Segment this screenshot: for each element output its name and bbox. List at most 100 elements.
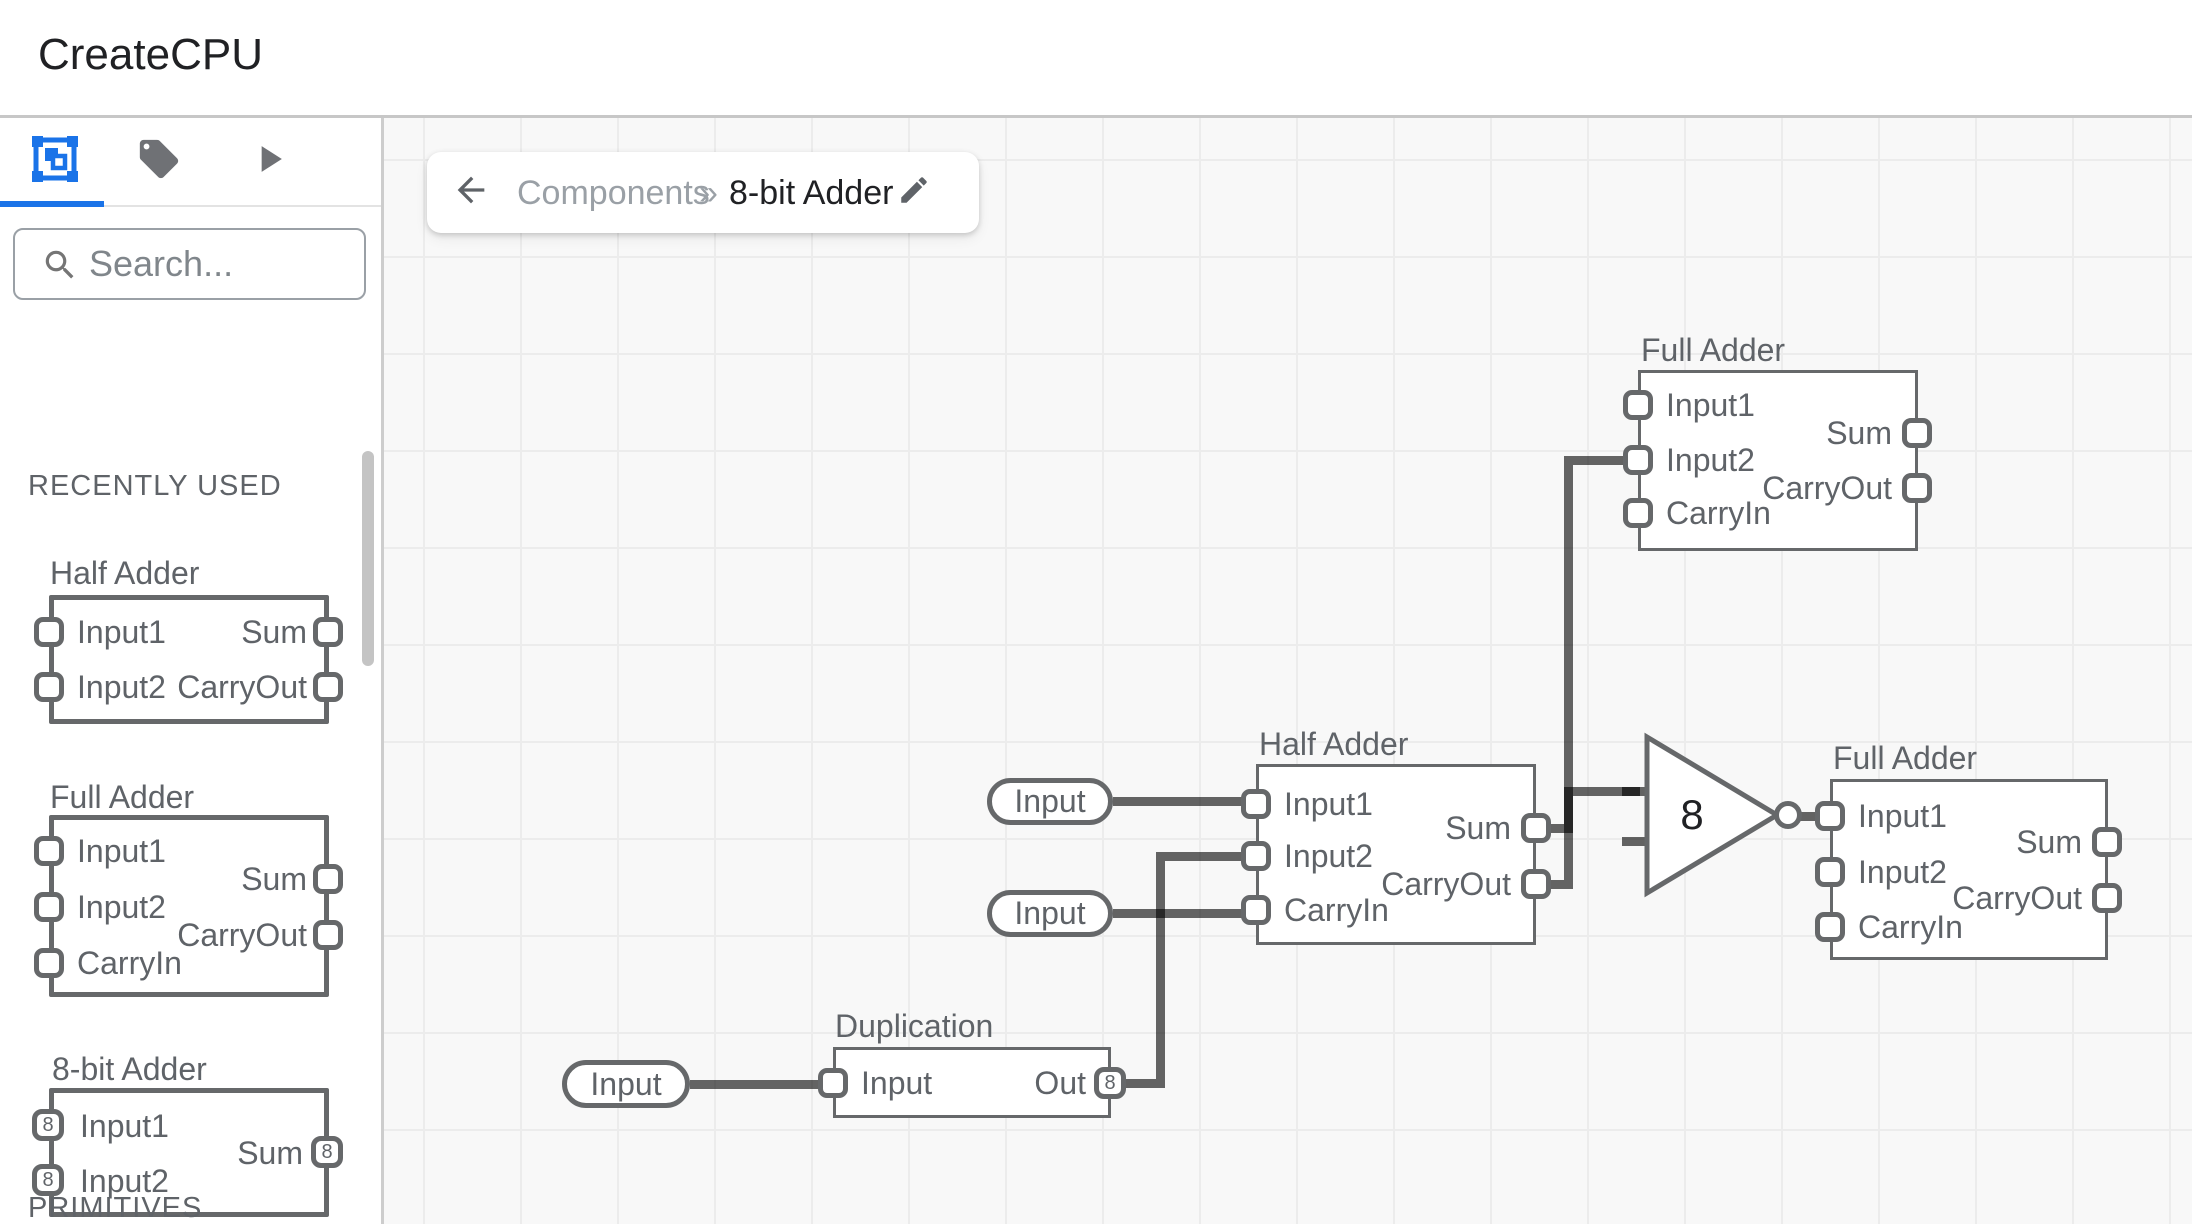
port-carryin[interactable] [1815,912,1845,942]
port-input2[interactable] [1815,857,1845,887]
port-carryout[interactable] [2092,883,2122,913]
port-label: CarryIn [1666,495,1771,531]
sidebar-item-title: Full Adder [50,779,195,815]
sidebar-item-full-adder[interactable] [49,815,329,997]
port-sum[interactable] [2092,827,2122,857]
component-duplication[interactable] [833,1047,1111,1118]
wire[interactable] [1622,837,1650,846]
port-label: CarryIn [1858,909,1963,945]
wire[interactable] [1548,880,1573,889]
header-divider [0,115,2192,118]
component-full-adder-right[interactable] [1830,779,2108,960]
wire[interactable] [1113,909,1250,918]
port-carryin [34,948,64,978]
tab-tags[interactable] [104,118,214,205]
port-label: Input2 [1284,838,1373,874]
component-title: Duplication [835,1008,994,1044]
search-box [13,228,366,300]
wire[interactable] [1156,852,1251,861]
port-input2 [34,892,64,922]
port-label: CarryOut [1762,470,1892,506]
port-input[interactable] [818,1068,848,1098]
input-pill[interactable]: Input [562,1060,690,1108]
port-sum[interactable] [1902,418,1932,448]
port-sum[interactable] [1521,813,1551,843]
wire[interactable] [1156,861,1165,1079]
port-carryout [313,920,343,950]
circuit-canvas[interactable] [384,118,2192,1224]
port-sum [313,864,343,894]
sidebar-item-title: 8-bit Adder [52,1051,207,1087]
wire[interactable] [1622,787,1650,796]
wire[interactable] [1113,797,1250,806]
port-label: CarryOut [177,917,307,953]
port-carryout[interactable] [1902,473,1932,503]
port-label: Sum [241,861,307,897]
port-label: Input1 [1284,786,1373,822]
port-label: Sum [1445,810,1511,846]
wire[interactable] [1548,824,1573,833]
port-input1[interactable] [1241,789,1271,819]
breadcrumb-current: 8-bit Adder [729,174,894,212]
port-label: Input1 [1858,798,1947,834]
wire[interactable] [1122,1079,1165,1088]
port-label: CarryOut [177,669,307,705]
breadcrumb-parent[interactable]: Components [517,174,710,212]
active-tab-indicator [0,201,104,207]
port-sum-bus: 8 [311,1136,343,1168]
port-label: Input2 [1858,854,1947,890]
search-icon [41,246,79,289]
back-button[interactable] [451,170,491,215]
port-input2 [34,672,64,702]
play-icon [247,137,291,186]
wire[interactable] [1564,465,1573,880]
wire[interactable] [1564,796,1573,824]
tab-run[interactable] [214,118,324,205]
port-label: Input1 [1666,387,1755,423]
port-out-bus[interactable]: 8 [1094,1067,1126,1099]
port-label: CarryIn [1284,892,1389,928]
port-input2[interactable] [1623,445,1653,475]
sidebar-item-title: Half Adder [50,555,200,591]
search-input[interactable] [87,236,351,292]
page-title: CreateCPU [38,30,263,79]
port-sum [313,617,343,647]
port-carryin[interactable] [1623,498,1653,528]
section-recently-used: RECENTLY USED [28,470,282,502]
port-input1 [34,836,64,866]
sidebar-item-8bit-adder[interactable] [49,1088,329,1217]
header: CreateCPU [0,0,2192,115]
components-icon [31,135,79,188]
sidebar-scrollbar-thumb[interactable] [362,451,374,666]
port-label: Input2 [77,669,166,705]
input-pill[interactable]: Input [987,778,1113,825]
port-carryout[interactable] [1521,869,1551,899]
component-title: Half Adder [1259,726,1409,762]
tab-components[interactable] [0,118,110,205]
pencil-icon[interactable] [897,173,931,212]
port-label: Sum [241,614,307,650]
component-title: Full Adder [1641,332,1786,368]
port-label: CarryIn [77,945,182,981]
breadcrumb: Components » 8-bit Adder [427,152,979,233]
gate-bus-width-label: 8 [1680,791,1703,838]
port-label: Input1 [77,614,166,650]
gate-not-8bit[interactable]: 8 [1642,728,1814,909]
input-pill[interactable]: Input [987,890,1113,937]
port-input2-bus: 8 [32,1164,64,1196]
port-label: Out [1034,1065,1086,1101]
port-label: Sum [1826,415,1892,451]
port-input1[interactable] [1815,801,1845,831]
wire[interactable] [1564,456,1630,465]
port-label: Input1 [80,1108,169,1144]
port-carryin[interactable] [1241,895,1271,925]
wire[interactable] [1797,812,1820,821]
component-half-adder[interactable] [1256,764,1536,945]
port-label: Sum [237,1135,303,1171]
wire[interactable] [1564,787,1640,796]
wire[interactable] [690,1080,825,1089]
sidebar-item-half-adder[interactable] [49,595,329,724]
port-input2[interactable] [1241,841,1271,871]
port-input1[interactable] [1623,390,1653,420]
